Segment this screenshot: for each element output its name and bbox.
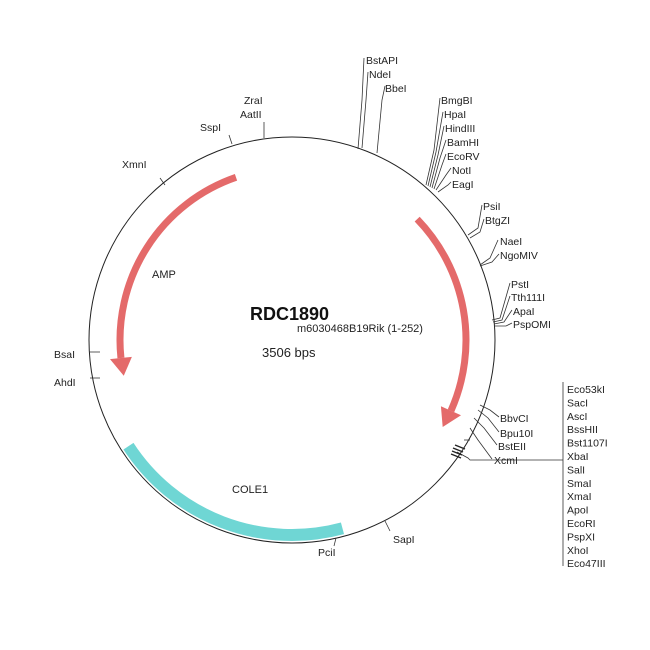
- site-label-xmni: XmnI: [122, 159, 147, 171]
- site-label-noti: NotI: [452, 165, 471, 177]
- site-label-hpai: HpaI: [444, 109, 466, 121]
- site-label-tth111i: Tth111I: [511, 292, 545, 304]
- site-label-hindiii: HindIII: [445, 123, 475, 135]
- site-label-bmgbi: BmgBI: [441, 95, 473, 107]
- site-label-ngomiv: NgoMIV: [500, 250, 538, 262]
- amp-arrow-head: [110, 356, 132, 376]
- cole1-origin: [123, 442, 345, 541]
- backbone-circle: [88, 136, 496, 544]
- site-label-btgzi: BtgZI: [485, 215, 510, 227]
- site-label-smai: SmaI: [567, 478, 592, 490]
- site-label-eco47iii: Eco47III: [567, 558, 606, 570]
- site-label-ecori: EcoRI: [567, 518, 596, 530]
- site-label-bbvci: BbvCI: [500, 413, 529, 425]
- site-label-ahdi: AhdI: [54, 377, 76, 389]
- site-label-ndei: NdeI: [369, 69, 391, 81]
- site-label-apai: ApaI: [513, 306, 535, 318]
- site-label-bamhi: BamHI: [447, 137, 479, 149]
- site-label-pspxi: PspXI: [567, 531, 595, 543]
- site-label-bsai: BsaI: [54, 349, 75, 361]
- plasmid-length: 3506 bps: [262, 345, 316, 360]
- amp-arrow: [116, 174, 238, 359]
- site-label-xhoi: XhoI: [567, 545, 589, 557]
- site-label-bst1107i: Bst1107I: [567, 438, 608, 450]
- site-label-asci: AscI: [567, 411, 587, 423]
- site-label-zrai: ZraI: [244, 95, 263, 107]
- feature-label-amp: AMP: [152, 269, 176, 281]
- site-label-bsteii: BstEII: [498, 441, 526, 453]
- site-label-pcii: PciI: [318, 547, 336, 559]
- site-label-apoi: ApoI: [567, 505, 589, 517]
- site-label-sali: SalI: [567, 464, 585, 476]
- plasmid-name: RDC1890: [250, 304, 329, 324]
- site-label-saci: SacI: [567, 397, 588, 409]
- site-leader-lines: [89, 57, 564, 566]
- site-label-bpu10i: Bpu10I: [500, 428, 533, 440]
- site-label-naei: NaeI: [500, 236, 522, 248]
- site-label-pspomi: PspOMI: [513, 319, 551, 331]
- site-label-eagi: EagI: [452, 179, 474, 191]
- insert-label: m6030468B19Rik (1-252): [297, 323, 423, 335]
- feature-label-cole1: COLE1: [232, 484, 268, 496]
- site-label-bstapi: BstAPI: [366, 55, 398, 67]
- site-label-sspi: SspI: [200, 122, 221, 134]
- site-label-eco53ki: Eco53kI: [567, 384, 605, 396]
- site-label-sapi: SapI: [393, 534, 415, 546]
- site-label-psti: PstI: [511, 279, 529, 291]
- site-label-xcmi: XcmI: [494, 455, 518, 467]
- site-label-bbei: BbeI: [385, 83, 407, 95]
- site-label-aatii: AatII: [240, 109, 262, 121]
- site-label-xbai: XbaI: [567, 451, 589, 463]
- site-label-bsshii: BssHII: [567, 424, 598, 436]
- orf-arrow: [414, 216, 470, 413]
- orf-arrow-head: [440, 406, 462, 427]
- site-label-ecorv: EcoRV: [447, 151, 480, 163]
- site-label-psii: PsiI: [483, 201, 501, 213]
- site-label-xmai: XmaI: [567, 491, 592, 503]
